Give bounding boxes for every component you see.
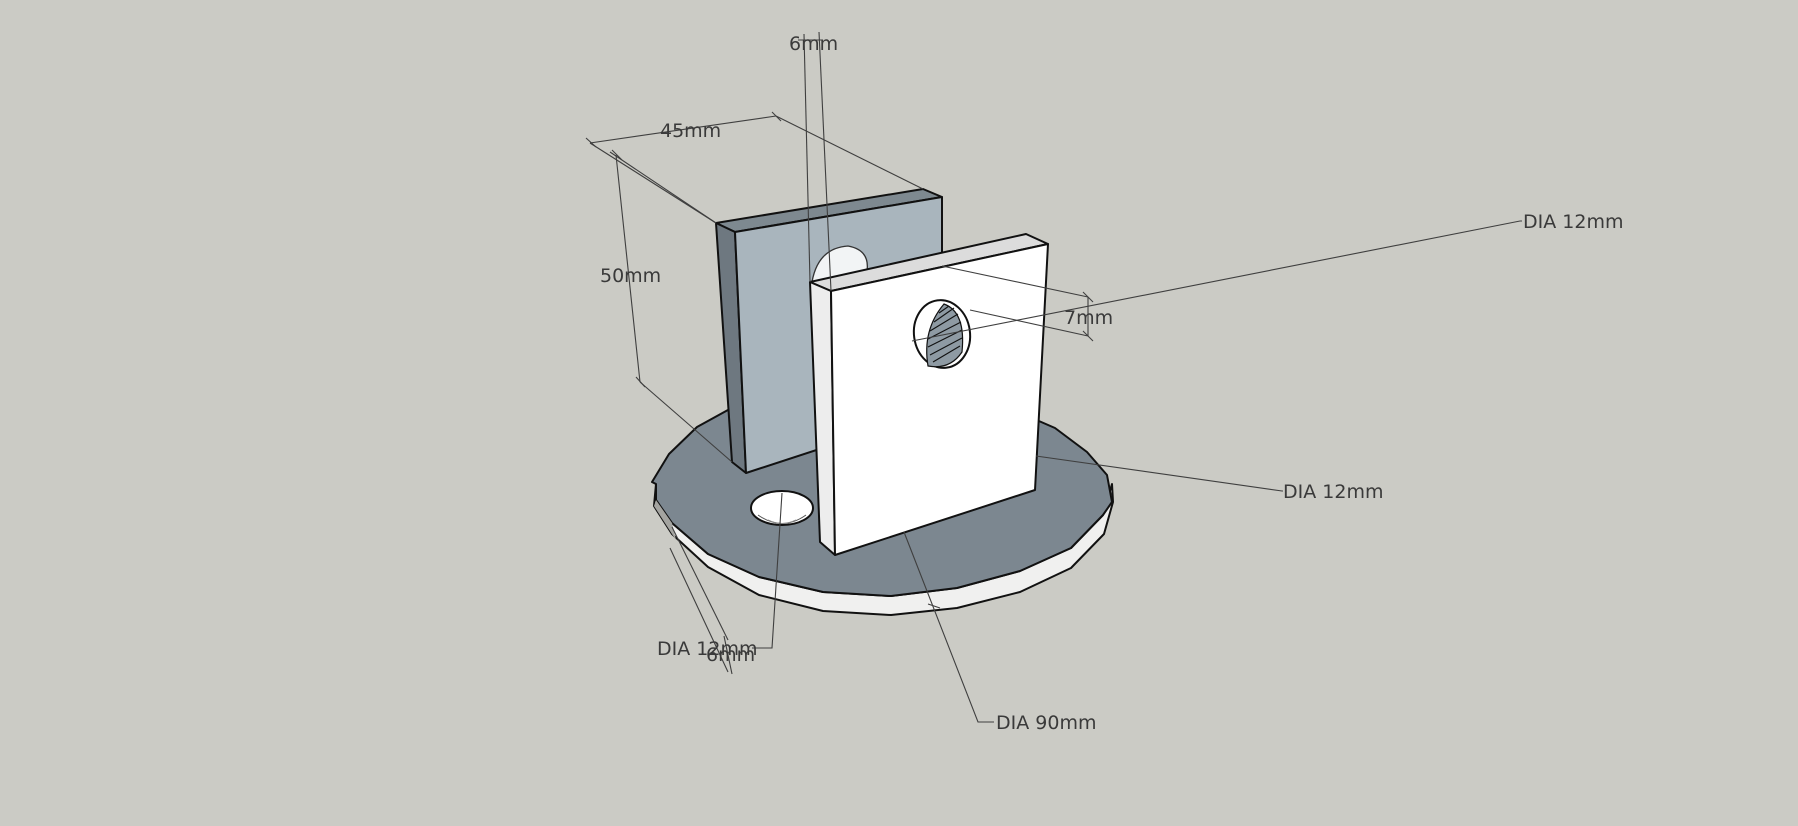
dim-plate-thickness-top: 6mm [789, 33, 838, 55]
front-plate [809, 233, 1049, 556]
dimension-labels: 6mm 45mm 50mm 7mm DIA 12mm DIA 12mm 6mm … [600, 33, 1623, 734]
dim-plate-height: 50mm [600, 265, 661, 287]
dim-plate-hole-dia: DIA 12mm [1523, 211, 1623, 233]
base-hole-left [750, 490, 814, 526]
dimension-lines [585, 31, 1522, 723]
dim-plate-width: 45mm [660, 120, 721, 142]
base-disk-side-shadow [654, 500, 676, 540]
dim-base-hole-dia-left: DIA 12mm [657, 638, 757, 660]
dim-base-hole-dia-right: DIA 12mm [1283, 481, 1383, 503]
dim-base-thickness: 6mm [706, 644, 755, 666]
front-plate-face [830, 243, 1049, 556]
dim-base-dia: DIA 90mm [996, 712, 1096, 734]
dim-hole-edge-offset: 7mm [1064, 307, 1113, 329]
